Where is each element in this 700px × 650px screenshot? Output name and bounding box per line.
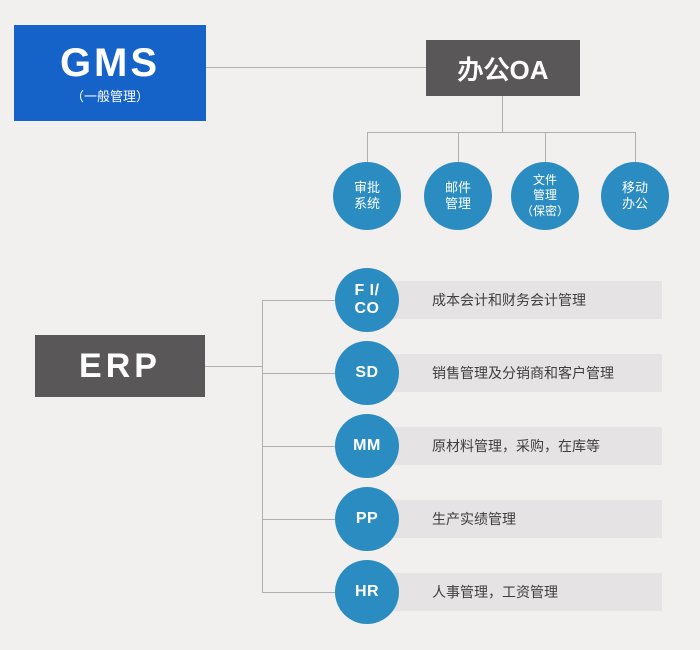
erp-module-bar-fico: 成本会计和财务会计管理	[350, 281, 662, 319]
erp-title: ERP	[79, 346, 161, 385]
erp-module-code: HR	[354, 582, 380, 600]
connector-erp-branch-1	[262, 300, 340, 301]
erp-module-desc: 原材料管理，采购，在库等	[432, 438, 600, 454]
erp-module-bar-pp: 生产实绩管理	[350, 500, 662, 538]
erp-module-circle-sd: SD	[335, 341, 399, 405]
connector-oa-drop-2	[458, 132, 459, 162]
erp-module-code: SD	[355, 363, 379, 381]
erp-module-code: PP	[355, 509, 379, 527]
connector-oa-drop-3	[545, 132, 546, 162]
connector-oa-drop-4	[635, 132, 636, 162]
connector-erp-branch-2	[262, 373, 340, 374]
oa-module-file-management: 文件 管理 （保密）	[511, 162, 579, 230]
connector-erp-branch-3	[262, 446, 340, 447]
erp-module-circle-fico: F I/ CO	[335, 268, 399, 332]
oa-module-label: 移动 办公	[621, 179, 648, 211]
gms-box: GMS （一般管理）	[14, 25, 206, 121]
oa-module-mail-management: 邮件 管理	[424, 162, 492, 230]
erp-module-code: F I/ CO	[354, 281, 380, 317]
erp-module-desc: 生产实绩管理	[432, 511, 516, 527]
oa-module-label: 邮件 管理	[444, 179, 471, 211]
connector-oa-stem	[502, 96, 503, 132]
oa-box: 办公OA	[426, 40, 580, 96]
erp-module-desc: 成本会计和财务会计管理	[432, 292, 586, 308]
connector-erp-branch-5	[262, 592, 340, 593]
oa-module-label: 文件 管理 （保密）	[520, 172, 569, 218]
erp-module-bar-mm: 原材料管理，采购，在库等	[350, 427, 662, 465]
oa-module-approval-system: 审批 系统	[333, 162, 401, 230]
erp-module-bar-hr: 人事管理，工资管理	[350, 573, 662, 611]
connector-gms-oa	[206, 67, 426, 68]
oa-module-mobile-office: 移动 办公	[601, 162, 669, 230]
connector-oa-drop-1	[367, 132, 368, 162]
erp-module-circle-pp: PP	[335, 487, 399, 551]
connector-erp-branch-4	[262, 519, 340, 520]
erp-module-circle-mm: MM	[335, 414, 399, 478]
connector-erp-stem	[205, 366, 262, 367]
erp-module-desc: 人事管理，工资管理	[432, 584, 558, 600]
gms-subtitle: （一般管理）	[70, 88, 149, 104]
erp-module-desc: 销售管理及分销商和客户管理	[432, 365, 614, 381]
erp-module-code: MM	[353, 436, 381, 454]
oa-module-label: 审批 系统	[353, 179, 380, 211]
erp-module-bar-sd: 销售管理及分销商和客户管理	[350, 354, 662, 392]
erp-box: ERP	[35, 335, 205, 397]
oa-title: 办公OA	[457, 54, 549, 85]
connector-oa-branch	[367, 132, 635, 133]
erp-module-circle-hr: HR	[335, 560, 399, 624]
gms-title: GMS	[59, 40, 161, 85]
